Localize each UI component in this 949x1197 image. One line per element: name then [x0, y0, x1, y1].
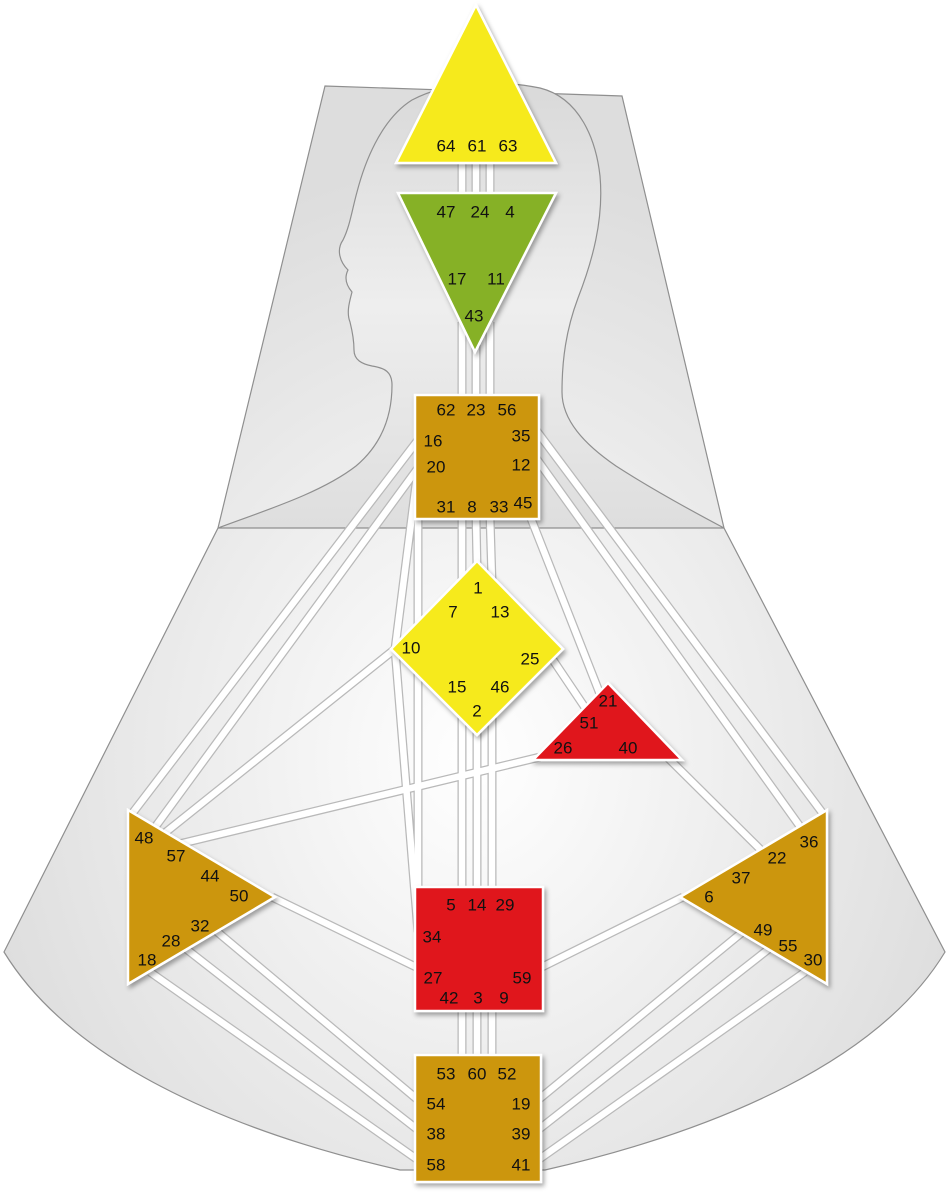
channel-21-45: [526, 514, 604, 696]
channel-18-58: [148, 969, 420, 1163]
gate-label: 64: [437, 137, 456, 156]
gate-label: 41: [512, 1156, 531, 1175]
gate-label: 5: [446, 896, 455, 915]
gate-label: 24: [471, 203, 490, 222]
gate-label: 39: [512, 1125, 531, 1144]
channel-16-48: [128, 438, 421, 817]
gate-label: 56: [498, 401, 517, 420]
channel-26-44: [174, 753, 541, 849]
gate-label: 9: [499, 989, 508, 1008]
gate-label: 36: [800, 833, 819, 852]
channel-49-19: [535, 927, 748, 1103]
gate-label: 35: [512, 427, 531, 446]
gate-label: 25: [521, 650, 540, 669]
gate-label: 44: [201, 867, 220, 886]
ajna-center: [396, 191, 559, 355]
gate-label: 27: [424, 969, 443, 988]
heart-center: [530, 681, 685, 762]
centers: [126, 2, 829, 1184]
channel-35-36: [533, 428, 827, 817]
gate-label: 26: [554, 739, 573, 758]
gate-label: 4: [505, 203, 514, 222]
channels: [127, 160, 828, 1164]
channel-50-27: [270, 894, 420, 971]
gate-label: 19: [512, 1095, 531, 1114]
gate-label: 31: [437, 498, 456, 517]
gate-label: 15: [448, 678, 467, 697]
gate-label: 17: [448, 270, 467, 289]
gate-label: 12: [512, 456, 531, 475]
gate-label: 53: [437, 1065, 456, 1084]
gate-labels: 64 61 63 47 24 4 17 11 43 62 23 56 16 35…: [135, 137, 823, 1175]
gate-label: 51: [580, 714, 599, 733]
head-center: [393, 2, 559, 165]
gate-label: 29: [496, 896, 515, 915]
channel-30-41: [536, 969, 807, 1163]
channel-32-54: [212, 927, 421, 1103]
gate-label: 22: [768, 849, 787, 868]
channel-28-38: [182, 945, 421, 1133]
spleen-center: [126, 807, 278, 987]
gate-label: 52: [498, 1065, 517, 1084]
gate-label: 40: [619, 739, 638, 758]
channel-13-33: [486, 515, 496, 583]
gate-label: 60: [468, 1065, 487, 1084]
gate-label: 45: [514, 494, 533, 513]
gate-label: 10: [402, 639, 421, 658]
gate-label: 16: [424, 432, 443, 451]
channel-40-37: [652, 742, 769, 858]
channel-10-57: [128, 646, 398, 863]
gate-label: 50: [230, 887, 249, 906]
gate-label: 48: [135, 829, 154, 848]
gate-label: 37: [732, 869, 751, 888]
gate-label: 49: [754, 921, 773, 940]
gate-label: 47: [437, 203, 456, 222]
gate-label: 13: [491, 603, 510, 622]
gate-label: 23: [467, 401, 486, 420]
gate-label: 6: [704, 888, 713, 907]
gate-label: 33: [490, 498, 509, 517]
gate-label: 2: [472, 702, 481, 721]
gate-label: 57: [167, 847, 186, 866]
gate-label: 59: [513, 969, 532, 988]
g-center: [389, 559, 565, 737]
gate-label: 7: [448, 603, 457, 622]
gate-label: 54: [427, 1095, 446, 1114]
channel-20-57: [128, 466, 421, 862]
gate-label: 28: [162, 932, 181, 951]
throat-center: [413, 393, 541, 521]
gate-label: 32: [191, 917, 210, 936]
channel-55-39: [535, 945, 773, 1133]
gate-label: 38: [427, 1125, 446, 1144]
gate-label: 1: [473, 579, 482, 598]
solar-plexus-center: [677, 807, 829, 987]
gate-label: 30: [804, 951, 823, 970]
sacral-center: [413, 885, 545, 1013]
gate-label: 63: [499, 137, 518, 156]
gate-label: 55: [779, 937, 798, 956]
gate-label: 18: [138, 951, 157, 970]
gate-label: 58: [427, 1156, 446, 1175]
gate-label: 62: [437, 401, 456, 420]
channel-6-59: [538, 894, 685, 971]
gate-label: 20: [427, 458, 446, 477]
gate-label: 11: [487, 270, 505, 289]
gate-label: 21: [599, 692, 618, 711]
gate-label: 61: [468, 137, 487, 156]
channel-1-8: [472, 515, 481, 567]
gate-label: 43: [465, 307, 484, 326]
channel-fills: [128, 160, 827, 1163]
gate-label: 14: [468, 896, 487, 915]
gate-label: 34: [423, 928, 442, 947]
channel-25-51: [550, 658, 591, 714]
channel-12-22: [533, 456, 827, 862]
gate-label: 46: [491, 678, 510, 697]
gate-label: 8: [467, 498, 476, 517]
gate-label: 42: [440, 989, 459, 1008]
gate-label: 3: [473, 989, 482, 1008]
root-center: [413, 1053, 543, 1184]
